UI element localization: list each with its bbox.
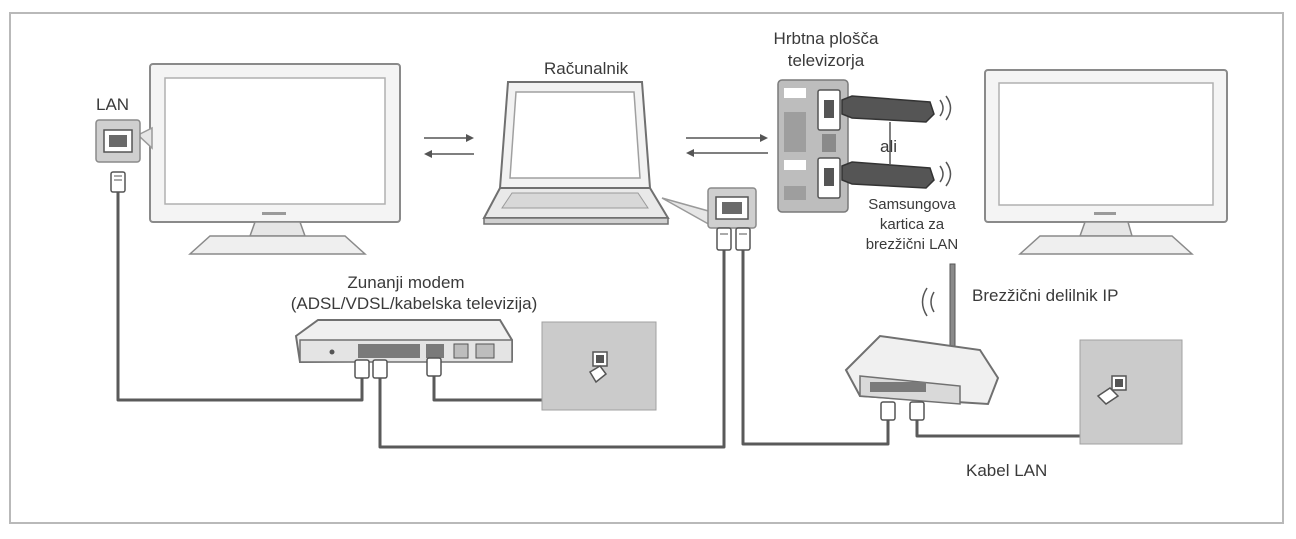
laptop (482, 81, 670, 225)
label-card-3: brezžični LAN (866, 236, 959, 253)
label-tv-back-2: televizorja (788, 51, 865, 70)
laptop-keyboard (501, 192, 649, 209)
tv-left-screen (164, 77, 386, 205)
tv-left-stand (248, 221, 307, 237)
laptop-screen (509, 91, 641, 179)
tv-back-panel (777, 79, 849, 213)
label-tv-back-1: Hrbtna plošča (774, 29, 879, 48)
wireless-ip-router (844, 263, 1000, 406)
external-modem (294, 319, 513, 364)
rj45-plugs-laptop (716, 227, 751, 251)
lan-cables (116, 190, 1102, 449)
label-router: Brezžični delilnik IP (972, 286, 1118, 305)
label-lan-cable: Kabel LAN (966, 461, 1047, 480)
cable-laptop-to-router (741, 248, 890, 446)
wireless-lan-card-top (841, 95, 952, 123)
label-computer: Računalnik (544, 59, 629, 78)
laptop-lan-port (661, 187, 757, 229)
wireless-lan-card-bottom (841, 161, 952, 189)
tv-left-lan-port (95, 119, 153, 163)
wall-socket-router (1079, 339, 1183, 445)
label-modem-2: (ADSL/VDSL/kabelska televizija) (291, 294, 538, 313)
tv-left-logo (262, 212, 286, 215)
tv-left-base (188, 235, 367, 255)
tv-right-base (1018, 235, 1194, 255)
label-lan: LAN (96, 95, 129, 114)
data-arrows-right (686, 134, 768, 157)
cable-modem-to-laptop (378, 248, 726, 449)
label-card-2: kartica za (880, 216, 945, 233)
cable-tv-to-modem (116, 190, 364, 402)
tv-right-stand (1078, 221, 1133, 237)
rj45-plugs-modem (354, 357, 442, 379)
laptop-front (483, 217, 669, 225)
label-modem-1: Zunanji modem (347, 273, 464, 292)
label-card-1: Samsungova (868, 196, 956, 213)
rj45-plugs-router (880, 401, 925, 421)
wall-socket-modem (541, 321, 657, 411)
rj45-plug-tv-left (110, 171, 126, 193)
data-arrows-left (424, 134, 474, 158)
tv-right-logo (1094, 212, 1116, 215)
tv-right-screen (998, 82, 1214, 206)
label-or: ali (880, 137, 897, 156)
tv-right (984, 69, 1228, 255)
